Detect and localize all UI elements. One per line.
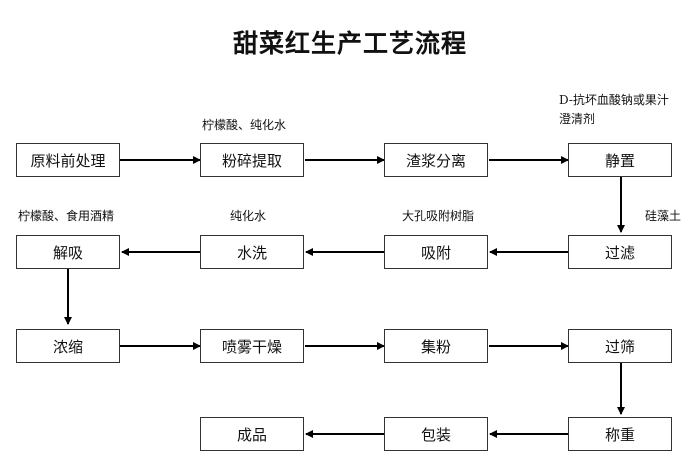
note-static-reagent-line1: D-抗坏血酸钠或果汁 — [559, 93, 669, 107]
note-static-reagent-line2: 澄清剂 — [559, 112, 596, 126]
step-filtration: 过滤 — [568, 235, 672, 269]
step-water-wash: 水洗 — [200, 235, 304, 269]
step-sieving: 过筛 — [568, 329, 672, 363]
step-powder-collection: 集粉 — [384, 329, 488, 363]
step-weighing: 称重 — [568, 417, 672, 451]
step-crushing-extraction: 粉碎提取 — [200, 143, 304, 177]
note-wash-water: 纯化水 — [230, 209, 267, 223]
note-filter-aid: 硅藻土 — [645, 209, 682, 223]
step-raw-material-pretreatment: 原料前处理 — [16, 143, 120, 177]
note-desorption-reagents: 柠檬酸、食用酒精 — [18, 209, 115, 223]
step-packaging: 包装 — [384, 417, 488, 451]
step-desorption: 解吸 — [16, 235, 120, 269]
step-adsorption: 吸附 — [384, 235, 488, 269]
note-adsorption-resin: 大孔吸附树脂 — [402, 209, 475, 223]
step-slurry-separation: 渣浆分离 — [384, 143, 488, 177]
step-finished-product: 成品 — [200, 417, 304, 451]
step-standing: 静置 — [568, 143, 672, 177]
step-spray-drying: 喷雾干燥 — [200, 329, 304, 363]
step-concentration: 浓缩 — [16, 329, 120, 363]
note-extraction-reagents: 柠檬酸、纯化水 — [202, 118, 287, 132]
diagram-title: 甜菜红生产工艺流程 — [232, 29, 467, 58]
